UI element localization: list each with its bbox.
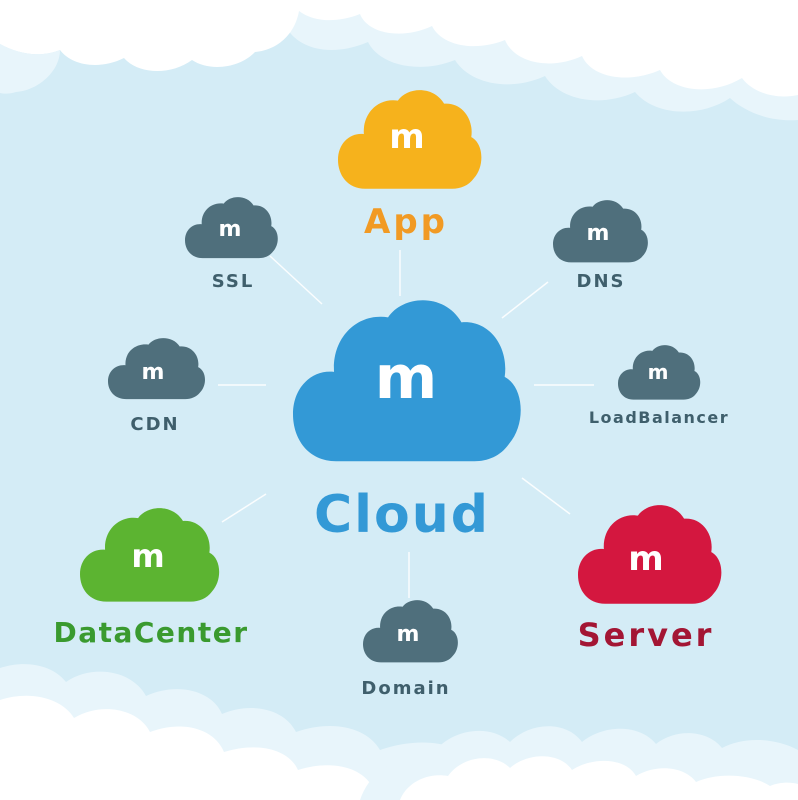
- cdn-label: CDN: [130, 414, 179, 435]
- connector-dns: [501, 281, 549, 319]
- node-app: m App: [338, 90, 482, 242]
- dns-logo-glyph: m: [587, 221, 610, 246]
- datacenter-label: DataCenter: [53, 616, 248, 649]
- node-datacenter: m DataCenter: [53, 508, 248, 649]
- ssl-label: SSL: [212, 271, 255, 292]
- loadbalancer-logo-glyph: m: [648, 360, 669, 384]
- node-server: m Server: [578, 505, 722, 654]
- connector-datacenter: [221, 493, 267, 523]
- sky-clouds-bottom: [0, 664, 798, 800]
- datacenter-logo-glyph: m: [131, 537, 164, 575]
- center-logo-glyph: m: [375, 343, 438, 413]
- connector-ssl: [269, 255, 323, 305]
- node-loadbalancer: m LoadBalancer: [589, 345, 729, 427]
- node-dns: m DNS: [553, 200, 648, 292]
- ssl-logo-glyph: m: [219, 217, 242, 242]
- connectors: [218, 250, 594, 598]
- domain-logo-glyph: m: [397, 622, 420, 647]
- server-logo-glyph: m: [628, 539, 663, 579]
- app-label: App: [364, 202, 448, 242]
- node-cdn: m CDN: [108, 338, 205, 435]
- node-domain: m Domain: [361, 600, 458, 699]
- sky-clouds-top: [0, 0, 798, 121]
- domain-label: Domain: [361, 678, 450, 699]
- app-logo-glyph: m: [389, 117, 424, 157]
- loadbalancer-label: LoadBalancer: [589, 408, 729, 427]
- node-ssl: m SSL: [185, 197, 278, 292]
- dns-label: DNS: [577, 271, 626, 292]
- server-label: Server: [578, 616, 715, 654]
- connector-server: [521, 477, 571, 515]
- cdn-logo-glyph: m: [142, 360, 165, 385]
- center-node: m Cloud: [293, 300, 521, 545]
- center-label: Cloud: [314, 485, 490, 545]
